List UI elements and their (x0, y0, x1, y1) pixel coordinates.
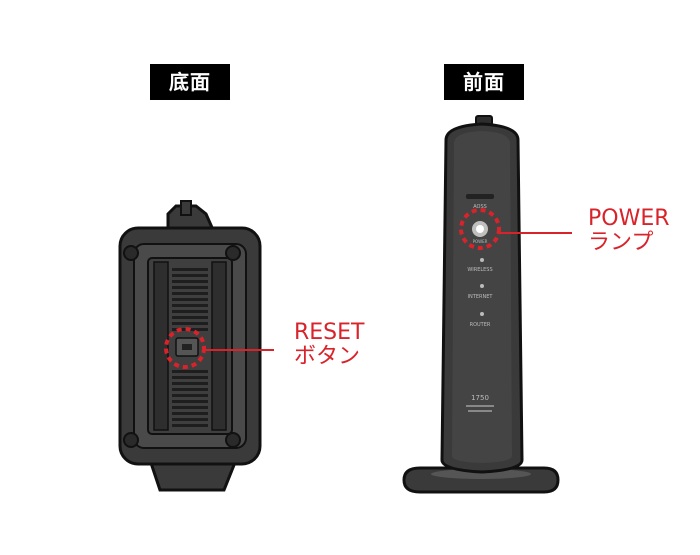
reset-callout: RESET ボタン (294, 321, 365, 369)
bottom-view-device (118, 200, 262, 492)
svg-text:POWER: POWER (473, 239, 488, 244)
svg-text:INTERNET: INTERNET (468, 294, 494, 300)
vent-slat (172, 274, 208, 277)
front-view-device: AOSS POWER WIRELESS INTERNET ROUTER 1750 (402, 115, 560, 494)
vent-slat (172, 280, 208, 283)
vent-slat (172, 286, 208, 289)
vent-slat (172, 394, 208, 397)
power-callout-line1: POWER (588, 206, 670, 231)
vent-slat (172, 310, 208, 313)
reset-highlight-circle (164, 327, 206, 369)
svg-text:WIRELESS: WIRELESS (467, 267, 492, 273)
vent-slat (172, 400, 208, 403)
front-view-label: 前面 (444, 64, 524, 100)
reset-callout-line1: RESET (294, 320, 365, 345)
power-highlight-circle (459, 208, 501, 250)
vent-slat (172, 412, 208, 415)
power-callout: POWER ランプ (588, 207, 670, 255)
vent-slat (172, 322, 208, 325)
vent-slat (172, 316, 208, 319)
vent-slat (172, 370, 208, 373)
vent-slat (172, 382, 208, 385)
bottom-view-label: 底面 (150, 64, 230, 100)
power-callout-line2: ランプ (588, 230, 654, 255)
vent-slat (172, 376, 208, 379)
vent-slat (172, 268, 208, 271)
reset-callout-line2: ボタン (294, 344, 361, 369)
vent-slat (172, 292, 208, 295)
vent-slat (172, 298, 208, 301)
vent-slat (172, 304, 208, 307)
vent-slat (172, 406, 208, 409)
vent-slat (172, 418, 208, 421)
svg-text:AOSS: AOSS (473, 204, 487, 210)
svg-text:ROUTER: ROUTER (470, 322, 491, 328)
vent-slat (172, 424, 208, 427)
vent-slat (172, 388, 208, 391)
model-number: 1750 (471, 394, 489, 402)
